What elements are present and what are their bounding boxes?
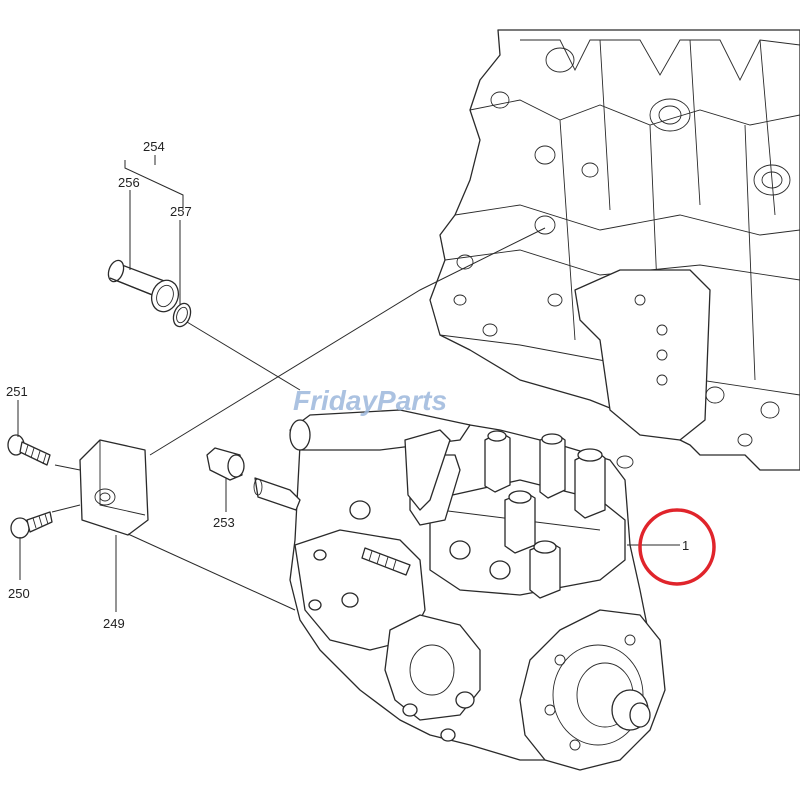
callout-250: 250 [8, 586, 30, 601]
fuel-injection-pump [289, 409, 666, 771]
assembly-lines [17, 155, 680, 612]
callout-249: 249 [103, 616, 125, 631]
highlight-circle [638, 508, 716, 586]
bolt-251 [7, 434, 51, 466]
delivery-valve-fittings [484, 430, 634, 599]
callout-1: 1 [682, 538, 689, 553]
watermark-logo: FridayParts [293, 385, 447, 416]
callout-256: 256 [118, 175, 140, 190]
bolt-250 [10, 511, 53, 539]
bracket-249 [79, 439, 149, 536]
o-ring-257 [172, 302, 192, 328]
callout-254: 254 [143, 139, 165, 154]
callout-labels: 254 256 257 251 250 249 253 1 [6, 139, 689, 631]
bushing-256 [107, 259, 180, 313]
callout-253: 253 [213, 515, 235, 530]
engine-block [429, 29, 800, 471]
callout-257: 257 [170, 204, 192, 219]
fitting-253 [206, 447, 301, 511]
callout-251: 251 [6, 384, 28, 399]
